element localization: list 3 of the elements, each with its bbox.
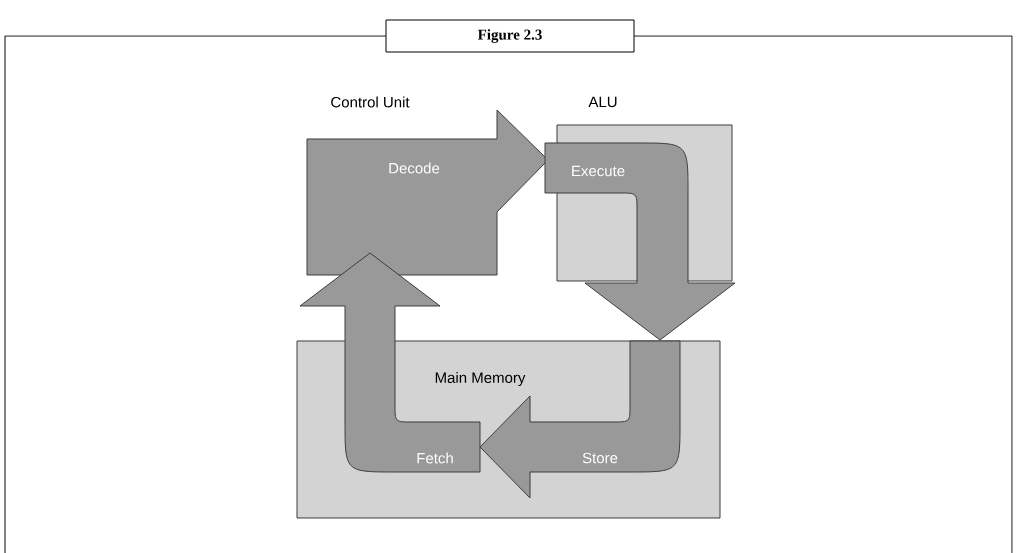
title-box: Figure 2.3 (385, 19, 635, 53)
heading: ALU (588, 96, 617, 108)
unit-label: Control Unit (331, 96, 410, 108)
